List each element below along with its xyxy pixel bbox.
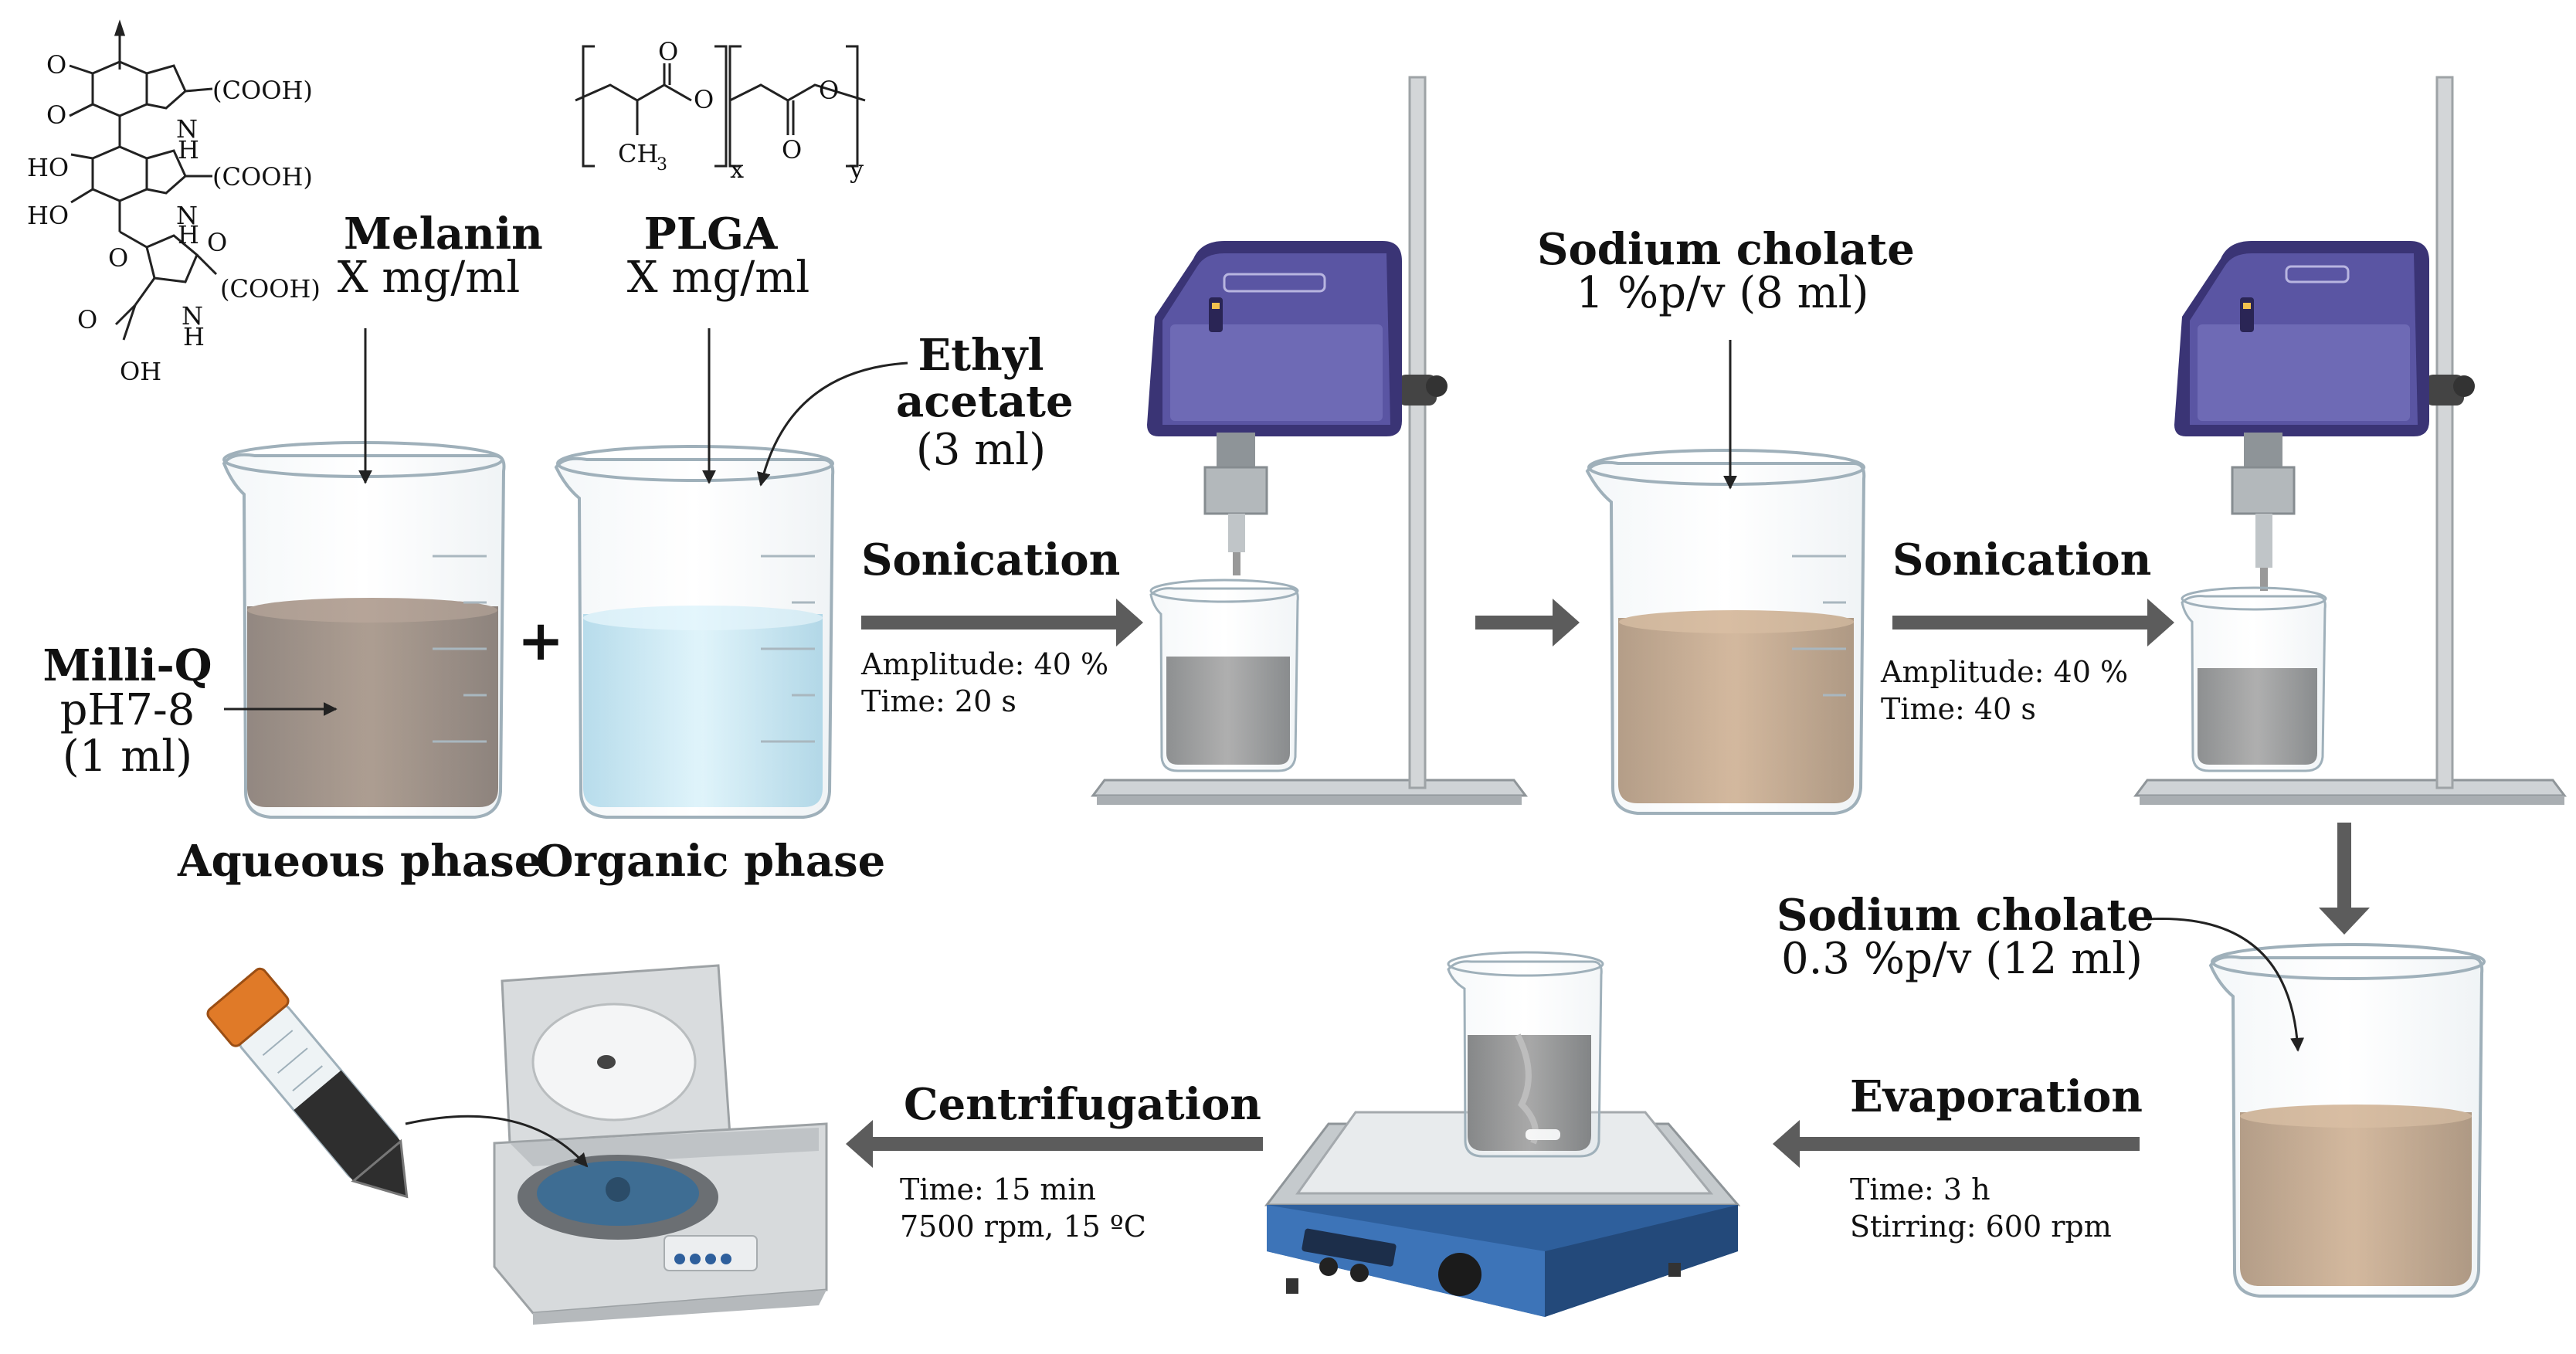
evaporation-time: Time: 3 h [1850, 1172, 1991, 1206]
atom-o: O [46, 50, 66, 80]
atom-n: N [176, 114, 198, 144]
cholate-beaker-1 [1585, 449, 1866, 815]
subscript-y: y [849, 154, 864, 184]
aqueous-phase-label: Aqueous phase [178, 836, 542, 887]
atom-ho: HO [27, 201, 69, 230]
melanin-structure [69, 19, 218, 341]
centrifugation-time: Time: 15 min [900, 1172, 1096, 1206]
arrow-sonication-1 [861, 599, 1143, 646]
sonication-1-time: Time: 20 s [861, 684, 1016, 718]
atom-sub3: 3 [657, 155, 667, 175]
atom-o: O [207, 228, 227, 257]
cooh-label: (COOH) [212, 162, 313, 192]
ethyl-acetate-label-2: acetate [896, 376, 1074, 427]
arrow-sonication-2 [1892, 599, 2174, 646]
plga-label: PLGA [643, 209, 778, 260]
atom-o: O [819, 76, 839, 105]
melanin-concentration: X mg/ml [337, 253, 521, 303]
organic-beaker [554, 445, 835, 819]
atom-o: O [782, 135, 802, 165]
melanin-atoms: O O (COOH) N H HO HO (COOH) N H O (COOH)… [27, 50, 321, 386]
atom-h: H [178, 220, 199, 249]
process-arrows [846, 599, 2370, 1168]
milliq-label: Milli-Q [42, 640, 212, 691]
ethyl-acetate-volume: (3 ml) [915, 425, 1047, 475]
atom-o: O [77, 305, 97, 334]
atom-oh: OH [120, 357, 161, 386]
cooh-label: (COOH) [212, 76, 313, 105]
melanin-label: Melanin [344, 209, 543, 260]
plga-atoms: O O O O CH 3 x y [618, 37, 864, 184]
arrow-down [2319, 823, 2370, 935]
sonication-2-time: Time: 40 s [1881, 692, 2036, 726]
aqueous-beaker [222, 441, 506, 819]
atom-h: H [183, 322, 205, 351]
sodium-cholate-1-label: Sodium cholate [1537, 224, 1915, 275]
atom-o: O [658, 37, 678, 66]
centrifugation-label: Centrifugation [904, 1079, 1262, 1130]
centrifugation-conditions: 7500 rpm, 15 ºC [900, 1210, 1146, 1244]
sodium-cholate-2-label: Sodium cholate [1777, 890, 2154, 941]
atom-o: O [46, 100, 66, 130]
pointer-arrows [224, 328, 2305, 1168]
arrow-to-cholate-1 [1475, 599, 1580, 646]
ethyl-acetate-label: Ethyl [918, 330, 1044, 381]
sonication-1-label: Sonication [861, 534, 1121, 585]
subscript-x: x [730, 154, 744, 184]
atom-o: O [108, 243, 128, 273]
evaporation-label: Evaporation [1850, 1071, 2143, 1122]
cholate-beaker-2 [2208, 943, 2486, 1298]
arrow-evaporation [1773, 1120, 2140, 1168]
atom-h: H [178, 135, 199, 165]
atom-o: O [694, 85, 714, 114]
sonication-1-amplitude: Amplitude: 40 % [861, 647, 1109, 681]
milliq-volume: (1 ml) [62, 731, 193, 782]
milliq-ph: pH7-8 [59, 685, 195, 735]
sonication-2-amplitude: Amplitude: 40 % [1881, 655, 2129, 689]
plga-structure [575, 45, 866, 168]
arrow-centrifugation [846, 1120, 1263, 1168]
organic-phase-label: Organic phase [535, 836, 886, 887]
sonicator-1 [1091, 76, 1528, 805]
sodium-cholate-1-concentration: 1 %p/v (8 ml) [1576, 268, 1869, 318]
sonication-2-label: Sonication [1892, 534, 2152, 585]
atom-n: N [176, 201, 198, 230]
atom-n: N [182, 301, 203, 331]
sonicator-2 [2133, 76, 2567, 805]
plus-sign: + [517, 607, 565, 673]
stirrer-hotplate [1264, 951, 1741, 1317]
cooh-label: (COOH) [220, 274, 321, 304]
centrifuge [493, 964, 828, 1325]
falcon-tube [206, 967, 409, 1199]
evaporation-stirring: Stirring: 600 rpm [1850, 1210, 2112, 1244]
plga-concentration: X mg/ml [626, 253, 810, 303]
atom-ch: CH [618, 139, 658, 168]
sodium-cholate-2-concentration: 0.3 %p/v (12 ml) [1781, 934, 2143, 984]
atom-ho: HO [27, 153, 69, 182]
